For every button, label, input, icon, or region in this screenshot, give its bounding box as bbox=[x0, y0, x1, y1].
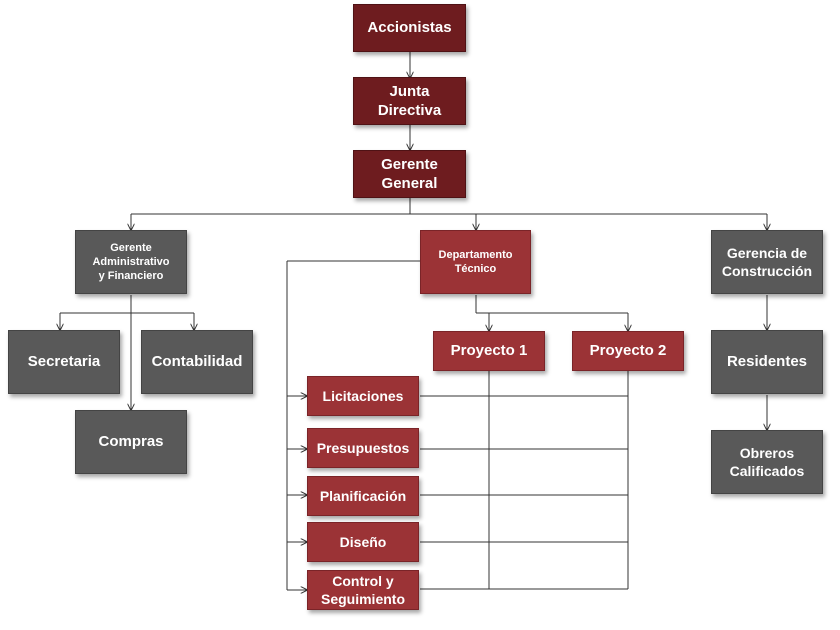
node-licitaciones[interactable]: Licitaciones bbox=[307, 376, 419, 416]
node-proyecto-1[interactable]: Proyecto 1 bbox=[433, 331, 545, 371]
node-planificacion[interactable]: Planificación bbox=[307, 476, 419, 516]
node-accionistas[interactable]: Accionistas bbox=[353, 4, 466, 52]
node-junta-directiva[interactable]: Junta Directiva bbox=[353, 77, 466, 125]
node-residentes[interactable]: Residentes bbox=[711, 330, 823, 394]
node-gerente-general[interactable]: Gerente General bbox=[353, 150, 466, 198]
node-departamento-tecnico[interactable]: Departamento Técnico bbox=[420, 230, 531, 294]
node-diseno[interactable]: Diseño bbox=[307, 522, 419, 562]
node-compras[interactable]: Compras bbox=[75, 410, 187, 474]
node-gerente-administrativo[interactable]: Gerente Administrativo y Financiero bbox=[75, 230, 187, 294]
node-presupuestos[interactable]: Presupuestos bbox=[307, 428, 419, 468]
node-control-seguimiento[interactable]: Control y Seguimiento bbox=[307, 570, 419, 610]
node-secretaria[interactable]: Secretaria bbox=[8, 330, 120, 394]
node-gerencia-construccion[interactable]: Gerencia de Construcción bbox=[711, 230, 823, 294]
node-proyecto-2[interactable]: Proyecto 2 bbox=[572, 331, 684, 371]
node-obreros-calificados[interactable]: Obreros Calificados bbox=[711, 430, 823, 494]
node-contabilidad[interactable]: Contabilidad bbox=[141, 330, 253, 394]
